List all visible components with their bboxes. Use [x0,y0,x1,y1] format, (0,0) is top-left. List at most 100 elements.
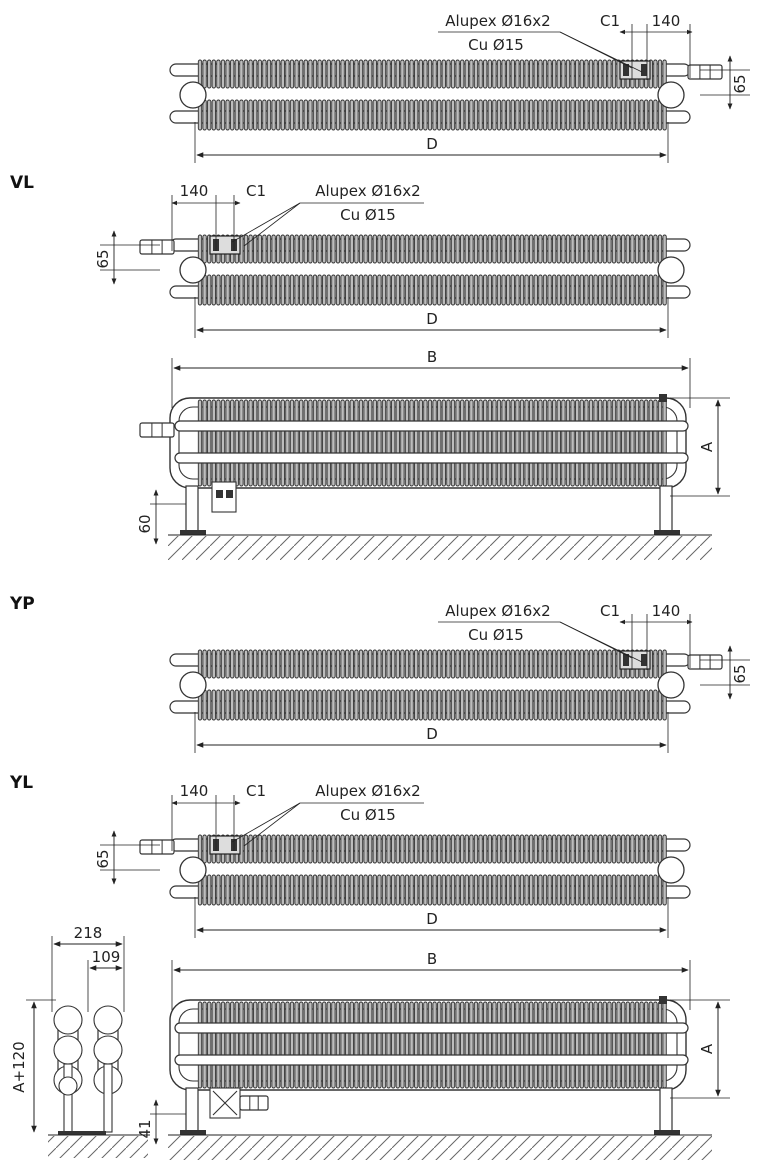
fin [460,834,465,864]
fin [469,649,474,679]
fin [257,874,262,906]
header-collector [179,81,207,109]
fin [556,59,561,89]
fin [533,461,538,487]
fin [657,461,663,487]
fin [363,874,368,906]
fin [303,274,308,306]
pipe-alupex-label: Alupex Ø16x2 [445,602,550,620]
fin [565,834,571,864]
fin [547,59,552,89]
fin [303,689,308,721]
fin [349,234,354,264]
fin [400,59,405,89]
fin [395,234,400,264]
dimension-c1-label: C1 [600,602,620,620]
fin [450,59,456,89]
fin [570,59,575,89]
fin [363,689,368,721]
fin [345,99,350,131]
fin [639,1031,644,1059]
variant-label: YP [9,594,35,614]
fin [391,99,396,131]
valve-cross [212,1090,238,1116]
fin [326,834,331,864]
fin [478,99,483,131]
fin [639,274,644,306]
fin [423,834,428,864]
fin [575,59,580,89]
fin [299,1063,304,1089]
fin [230,1063,235,1089]
fin [202,649,207,679]
fin [418,99,423,131]
fin [450,834,456,864]
fin [427,461,433,487]
fin [611,429,617,457]
fin [248,1031,253,1059]
fin [593,429,598,457]
fin [262,59,267,89]
fin [354,59,359,89]
fin [257,689,262,721]
fin [216,99,221,131]
fin [598,274,603,306]
fin [418,59,423,89]
fin [446,234,451,264]
fin [404,1063,410,1089]
fin [552,461,557,487]
fin [253,1063,258,1089]
fin [506,234,511,264]
fin [253,1031,258,1059]
fin [561,429,566,457]
variant-label: YL [9,773,33,793]
fin [299,234,304,264]
fin [391,1031,396,1059]
dimension-218-label: 218 [74,924,103,942]
fin [253,59,258,89]
fin [487,1031,492,1059]
fin [648,274,653,306]
fin [432,834,437,864]
fin [570,274,575,306]
fin [404,834,410,864]
fin [478,274,483,306]
fin [593,274,598,306]
fin [276,461,281,487]
fin [492,649,497,679]
fin [386,1031,391,1059]
fin [478,1031,483,1059]
fin [519,59,525,89]
fin [331,874,336,906]
fin [524,99,529,131]
fin [276,1063,281,1089]
fin [400,429,405,457]
fin [285,649,290,679]
fin [312,429,318,457]
fin [395,649,400,679]
fin [257,1063,262,1089]
fin [469,59,474,89]
fin [506,274,511,306]
fin [561,274,566,306]
fin [248,274,253,306]
fin [487,649,492,679]
foot-base [180,530,206,535]
fin [588,234,594,264]
foot-base [180,1130,206,1135]
fin [207,649,212,679]
fin [211,99,216,131]
fin [455,461,460,487]
fin [584,834,589,864]
fin [593,1063,598,1089]
fin [322,649,327,679]
fin [220,649,226,679]
callout-leader [231,802,301,843]
fin [404,689,410,721]
fin [662,429,667,457]
fin [262,234,267,264]
fin [510,461,515,487]
fin [611,649,617,679]
fin [556,689,561,721]
